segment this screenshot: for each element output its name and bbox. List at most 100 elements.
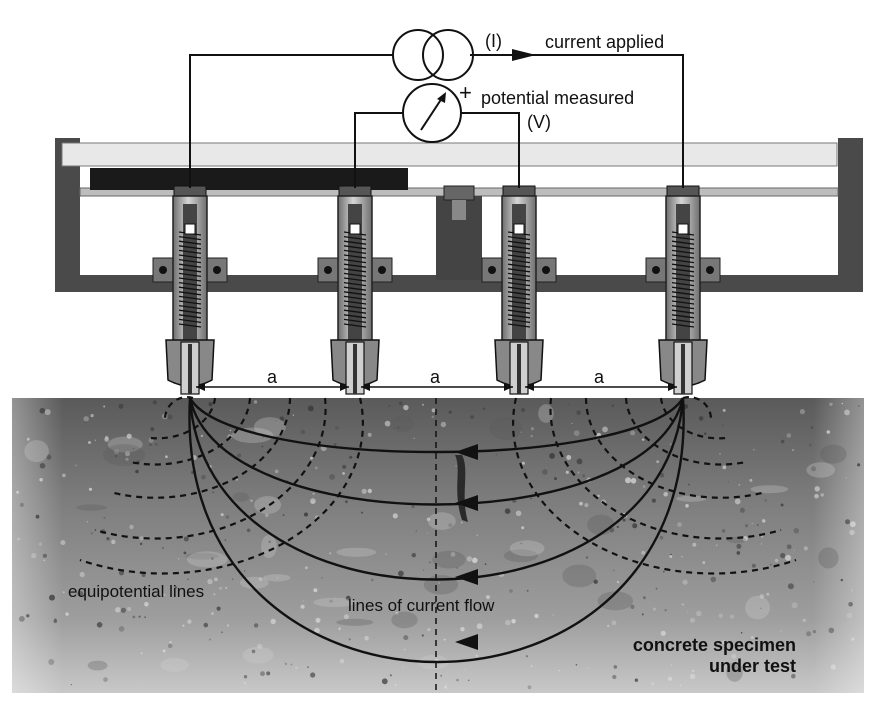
aggregate [503,549,538,563]
equipotential-left-3 [129,397,252,466]
speckle [530,434,533,438]
speckle [630,604,635,610]
speckle [597,494,600,498]
speckle [642,596,646,600]
speckle [345,595,351,601]
speckle [612,674,617,680]
speckle [203,622,209,628]
housing-frame [55,138,863,292]
speckle [429,561,431,564]
speckle [662,570,665,573]
spacing-label-2: a [430,367,441,387]
aggregate [820,444,847,464]
speckle [214,577,218,582]
speckle [83,416,89,422]
speckle [651,498,657,503]
speckle [692,669,695,673]
speckle [830,664,836,670]
speckle [221,631,223,634]
voltage-symbol-label: (V) [527,112,551,132]
speckle [49,594,55,601]
speckle [88,441,91,444]
speckle [520,542,523,545]
speckle [261,445,264,448]
speckle [220,513,224,517]
speckle [710,576,717,583]
speckle [90,414,94,418]
speckle [573,430,580,436]
aggregate [336,547,377,557]
aggregate [263,574,291,582]
aggregate [232,492,250,502]
speckle [174,586,178,589]
speckle [329,599,333,603]
speckle [118,626,125,632]
probe-spring [178,231,202,328]
aggregate [107,436,143,453]
current-wire-right [470,54,684,188]
speckle [520,431,522,434]
speckle [793,549,796,551]
speckle [722,408,726,412]
speckle [17,537,21,541]
speckle [26,437,30,441]
speckle [342,464,347,469]
probe-bolt-left [324,266,332,274]
speckle [651,681,655,686]
speckle [641,613,644,616]
speckle [785,554,792,561]
speckle [307,405,314,412]
potential-wire-left [354,112,403,188]
speckle [86,521,88,523]
speckle [338,627,341,631]
probe-plunger-top [677,223,689,235]
speckle [820,493,824,497]
speckle [736,551,741,555]
aggregate [254,496,282,514]
speckle [210,557,214,560]
speckle [760,543,763,545]
speckle [211,612,214,615]
speckle [692,542,697,547]
aggregate [750,485,789,494]
speckle [39,407,46,414]
speckle [460,627,465,632]
speckle [677,522,682,527]
speckle [431,415,435,419]
speckle [482,407,486,411]
speckle [515,510,522,517]
aggregate [562,564,597,588]
speckle [111,539,116,545]
aggregate [509,540,545,557]
speckle [766,592,770,596]
speckle [26,614,30,618]
aggregate [253,417,286,438]
speckle [685,504,689,508]
speckle [394,684,397,687]
speckle [70,684,72,686]
probe-electrode [681,344,685,394]
speckle [343,614,349,620]
speckle [103,516,106,519]
speckle [207,578,213,585]
speckle [660,630,666,636]
speckle [584,503,589,508]
speckle [525,655,529,658]
speckle [140,652,143,655]
speckle [632,523,638,529]
speckle [167,643,173,649]
speckle [813,581,815,583]
spacing-arrow-1b [340,383,349,391]
speckle [761,519,766,523]
speckle [759,594,765,599]
speckle [345,500,348,504]
speckle [774,558,779,563]
speckle [811,466,816,472]
speckle [290,663,293,666]
speckle [682,579,688,585]
speckle [849,529,855,536]
speckle [38,542,43,546]
probe-housing [55,138,863,292]
speckle [144,616,147,619]
speckle [586,666,589,669]
